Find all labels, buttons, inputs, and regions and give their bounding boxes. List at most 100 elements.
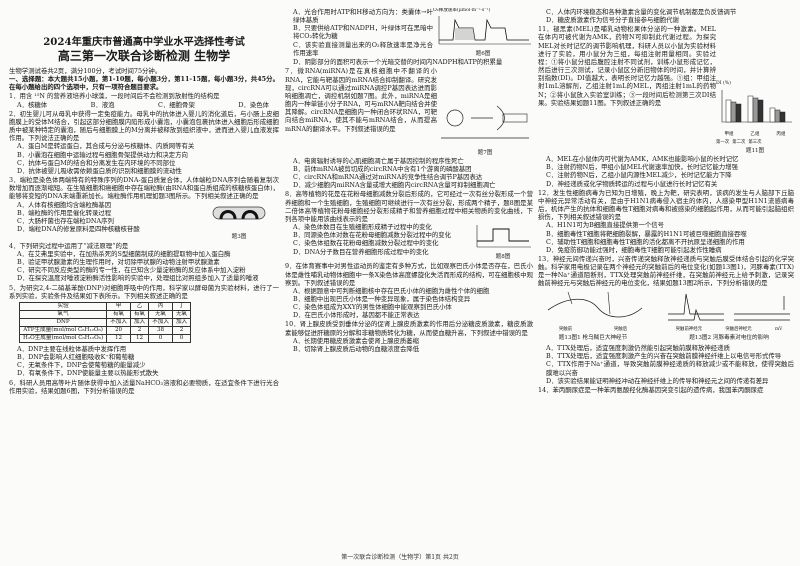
q13-option-c[interactable]: C．TTX作用于Na⁺通道，导致突触前膜神经递质的释放减少或不能释放，使得突触后… — [546, 360, 794, 377]
q9-option-c[interactable]: C．染色体组成为XXY的男性体细胞中能观察到巴氏小体 — [293, 303, 452, 312]
q5-option-c[interactable]: C．无氧条件下，DNP会使葡萄糖的能量减少 — [17, 361, 146, 370]
q6-block: A．光合作用时ATP和H移动方向为：类囊体→叶绿体基质 B．只要供给ATP和NA… — [285, 8, 533, 58]
q12-option-a[interactable]: A．H1N1可为B细胞直接提供第一个信号 — [546, 221, 665, 230]
q5-option-d[interactable]: D．有氧条件下，DNP使能量主要以热能形式散失 — [17, 369, 159, 378]
q9-option-a[interactable]: A．根据题意中可判断细胞核中存在巴氏小体的细胞为雌性个体的细胞 — [293, 286, 490, 295]
q10-option-c[interactable]: C．人体内环境稳态和各种激素含量的变化调节机制都是负反馈调节 — [546, 8, 737, 16]
q1-option-c[interactable]: C．细胞骨架 — [158, 100, 195, 109]
q2-option-c[interactable]: C．抗体与蛋白M的结合和分离发生在内环境的不同部位 — [17, 158, 176, 167]
q11-option-a[interactable]: A．MEL在小鼠体内可代谢为AMK，AMK也能影响小鼠的长时记忆 — [546, 155, 739, 164]
right-column: C．人体内环境稳态和各种激素含量的变化调节机制都是负反馈调节 D．糖皮质激素作为… — [538, 8, 794, 556]
q11-option-b[interactable]: B．注射药物N后，甲组小鼠MEL代谢速率加快，长时记忆能力增强 — [546, 163, 738, 172]
legend-entry: 第一次 — [716, 139, 730, 145]
q7-block: 7．微RNA(miRNA)是在真核细胞中不翻译的小RNA，它能与靶基因的mRNA… — [285, 66, 533, 156]
q4-option-b[interactable]: B．验证甲状腺激素的生理作用时，对切除甲状腺的动物注射甲状腺激素 — [17, 258, 220, 267]
section-heading: 一、选择题：本大题共15小题，第1-10题，每小题3分，第11-15题，每小题3… — [9, 75, 279, 92]
q7-option-c[interactable]: C．circRNA和mRNA通过对miRNA的竞争性结合调节P基因表达 — [293, 173, 483, 182]
q13-figure-1: 突触前 突触后 题13图1 枪乌贼巨大神经节 — [538, 290, 648, 342]
page-footer: 第一次联合诊断检测（生物学）第1页 共2页 — [341, 554, 459, 561]
q2-option-a[interactable]: A．蛋白M是转运蛋白，其合成与分泌与核糖体、内质网等有关 — [17, 142, 195, 151]
q5-col: 乙 — [129, 301, 150, 311]
q4-option-d[interactable]: D．在探究温度对唾液淀粉酶活性影响的实验中，处理组比对照组多加入了适量的唾液 — [17, 274, 259, 283]
q5-col: 丁 — [171, 301, 192, 311]
q7-option-a[interactable]: A．电离辐射诱导的心肌细胞凋亡属于基因控制的程序性死亡 — [293, 156, 464, 165]
question-9-stem: 9．在体育赛事中对男性运动员的鉴定有多种方式，比如观察巴氏小体是否存在，巴氏小体… — [285, 262, 533, 287]
q5-cell: 不加入 — [106, 317, 131, 327]
legend-entry: 第二次 — [732, 139, 746, 145]
q3-option-c[interactable]: C．大肠杆菌也存在端粒DNA序列 — [17, 216, 114, 225]
q5-cell: 20 — [106, 325, 131, 335]
question-6-stem: 6．科研人员用高等叶片随体获得中加入适量NaHCO₃溶液和必要物质，在适宜条件下… — [9, 378, 279, 395]
q5-cell: 12 — [106, 333, 131, 343]
q6-option-d[interactable]: D．阴影部分的面积可表示一个光暗交替的时间内NADPH和ATP的积累量 — [293, 58, 503, 67]
q13-option-d[interactable]: D．该实验结果能证明神经冲动在神经纤维上的传导和神经元之间的传递有差异 — [546, 376, 769, 385]
potential-traces-icon — [668, 293, 790, 320]
q5-col: 甲 — [106, 301, 131, 311]
q3-figure-caption: 题3图 — [231, 233, 247, 240]
q2-option-b[interactable]: B．小囊泡在细胞中运输过程与细胞骨架提供动力和决定方向 — [17, 150, 188, 159]
q10-option-b[interactable]: B．切除肾上腺皮质后动物的血糖浓度会降低 — [293, 344, 420, 353]
q5-option-b[interactable]: B．DNP会影响人红细胞吸收K⁺和葡萄糖 — [17, 353, 135, 362]
q10-option-d[interactable]: D．糖皮质激素作为信号分子直接参与细胞代谢 — [546, 16, 679, 25]
q7-option-b[interactable]: B．前体mRNA被剪切成的circRNA中含有1个游离的磷酸基团 — [293, 164, 472, 173]
q9-option-d[interactable]: D．在巴氏小体形成时，基因都不能正常表达 — [293, 311, 420, 320]
q13-option-b[interactable]: B．TTX处理后，适宜强度刺激产生的兴奋在突触前膜神经纤维上以电信号形式传导 — [546, 352, 782, 361]
q5-cell: 12 — [129, 333, 150, 343]
q11-option-c[interactable]: C．注射药物N后，乙组小鼠内源性MEL减少，长时记忆能力下降 — [546, 171, 732, 180]
question-12-stem: 12．发生性细胞病毒为已知为日增殖，晚上为靶，研究表明，该病的发生与人脑部下丘脑… — [538, 188, 794, 222]
q2-option-d[interactable]: D．抗体被婴儿吸收需依赖蛋白质的识别和细胞膜的流动性 — [17, 166, 182, 175]
q8-option-d[interactable]: D．DNA分子数目在营养细胞形成过程中的变化 — [293, 247, 429, 256]
mirna-regulation-diagram-icon — [441, 106, 529, 139]
q11-figure: DI (%) 甲组 乙组 丙组 — [716, 24, 794, 155]
q3-option-d[interactable]: D．端粒DNA的修复原料是四种核糖核苷酸 — [17, 224, 140, 233]
legend-entry: 第三次 — [748, 139, 762, 145]
fig-label: 突触前神经元 — [675, 326, 703, 332]
q5-row-label: DNP — [18, 317, 108, 327]
question-11-stem: 11．褪黑素(MEL)是哺乳动物松果体分泌的一种激素。MEL在体内可被代谢为AM… — [538, 25, 716, 107]
q3-option-a[interactable]: A．人体有核细胞均含端粒酶基因 — [17, 200, 112, 209]
exam-note: 生物学测试卷共2页，满分100分，考试时间75分钟。 — [9, 67, 162, 75]
q11-groups: 甲组 乙组 丙组 — [716, 131, 794, 139]
neuron-synapse-diagram-icon — [547, 291, 643, 317]
fig-label: mV — [775, 326, 783, 332]
q11-option-d[interactable]: D．神经递质或化学物质转运的过程与小鼠进行长时记忆有关 — [546, 179, 718, 188]
q5-option-a[interactable]: A．DNP主要在线粒体基质中发挥作用 — [17, 344, 127, 353]
q7-option-d[interactable]: D．减少细胞内miRNA含量或增大细胞内circRNA含量可抑制细胞凋亡 — [293, 181, 496, 190]
q5-row-label: ATP生成量(mol/mol C₆H₁₂O₆) — [18, 325, 108, 335]
q4-option-a[interactable]: A．在艾弗里实验中，在加热杀死的S型细菌制成的细胞提取物中加入蛋白酶 — [17, 249, 231, 258]
q6-option-c[interactable]: C．该实验直接测量出来的O₂释放速率是净光合作用速率 — [293, 40, 433, 57]
q5-cell: 0 — [171, 333, 192, 343]
photosynthesis-chart-icon — [438, 16, 531, 45]
question-2-stem: 2．初生婴儿可从母乳中获得一定免疫能力。母乳中的抗体进入婴儿的消化道后，与小肠上… — [9, 109, 279, 143]
q6-option-a[interactable]: A．光合作用时ATP和H移动方向为：类囊体→叶绿体基质 — [293, 8, 433, 25]
fig-label: 突触前 — [558, 326, 573, 332]
q12-option-b[interactable]: B．细胞毒性T细胞将靶细胞裂解，暴露的H1N1可被巨噬细胞直接吞噬 — [546, 229, 747, 238]
q1-option-b[interactable]: B．液泡 — [90, 100, 115, 109]
left-column: 2024年重庆市普通高中学业水平选择性考试 高三第一次联合诊断检测 生物学 生物… — [9, 8, 279, 556]
q11-block: 11．褪黑素(MEL)是哺乳动物松果体分泌的一种激素。MEL在体内可被代谢为AM… — [538, 24, 794, 155]
q10-option-a[interactable]: A．长期使用糖皮质激素会使肾上腺皮质萎缩 — [293, 336, 420, 345]
q8-option-b[interactable]: B．同源染色体对数在花粉母细胞减数分裂过程中的变化 — [293, 231, 452, 240]
q6-figure-caption: 题6图 — [475, 51, 491, 58]
q1-option-d[interactable]: D．染色体 — [238, 100, 269, 109]
q7-figure: 题7图 — [437, 66, 533, 156]
q13-option-a[interactable]: A．TTX处理后，适宜强度刺激仍然能引起突触前膜释放神经递质 — [546, 344, 730, 353]
q11-ylabel: DI (%) — [716, 81, 731, 87]
q1-option-a[interactable]: A．核糖体 — [17, 100, 48, 109]
q12-option-c[interactable]: C．辅助性T细胞和细胞毒性T细胞的活化都离不开抗原呈递细胞的作用 — [546, 237, 745, 246]
exam-subtitle: 高三第一次联合诊断检测 生物学 — [57, 49, 231, 63]
question-3-stem: 3．端粒是染色体两端特有的特殊序列的DNA-蛋白质复合体，人体端粒DNA序列会随… — [9, 176, 279, 201]
q8-figure: 题8图 — [473, 223, 533, 261]
q6-option-b[interactable]: B．只要供给ATP和NADPH，叶绿体可在黑暗中将CO₂转化为糖 — [293, 24, 433, 41]
middle-column: A．光合作用时ATP和H移动方向为：类囊体→叶绿体基质 B．只要供给ATP和NA… — [285, 8, 533, 556]
q8-option-c[interactable]: C．染色体组数在花粉母细胞减数分裂过程中的变化 — [293, 239, 439, 248]
q12-option-d[interactable]: D．免疫防御功能过强时，细胞毒性T细胞可能引起发作性睡病 — [546, 245, 722, 254]
q11-figure-caption: 题11图 — [745, 147, 765, 154]
q8-option-a[interactable]: A．染色体数目在生殖细胞形成精子过程中的变化 — [293, 223, 432, 232]
q6-figure: O₂释放速率(μmol·m⁻²·s⁻¹) 题6图 — [433, 8, 533, 58]
q9-option-b[interactable]: B．细胞中出现巴氏小体是一种变异现象，属于染色体结构变异 — [293, 294, 471, 303]
q3-option-b[interactable]: B．端粒酶的作用是催化转录过程 — [17, 208, 112, 217]
q4-option-c[interactable]: C．研究不同反应类型的酶的专一性，在已知含少量淀粉酶的反应体系中加入淀粉 — [17, 266, 246, 275]
q5-row-label: H₂O生成量(mol/mol C₆H₁₂O₆) — [18, 333, 108, 343]
